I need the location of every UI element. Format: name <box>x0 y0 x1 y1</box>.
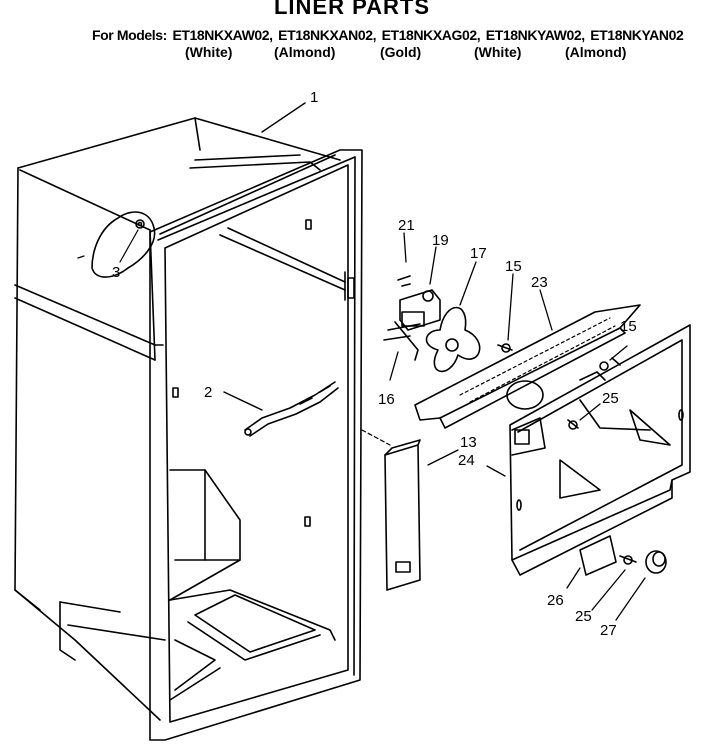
color-label: (White) <box>185 44 233 60</box>
callout-label: 3 <box>112 264 120 281</box>
model-number: ET18NKYAW02, <box>485 27 585 43</box>
callout-label: 1 <box>310 89 318 106</box>
models-prefix: For Models: <box>92 27 167 43</box>
model-number: ET18NKXAG02, <box>381 27 481 43</box>
color-label: (Gold) <box>380 44 422 60</box>
air-duct <box>414 289 641 429</box>
callout-label: 19 <box>432 232 449 249</box>
callout-label: 15 <box>505 258 522 275</box>
callout-label: 15 <box>620 318 637 335</box>
color-label: (Almond) <box>274 44 336 60</box>
page-title: LINER PARTS <box>273 0 431 19</box>
callout-label: 27 <box>600 622 617 639</box>
light-shield <box>384 439 459 591</box>
callout-label: 23 <box>531 274 548 291</box>
callout-label: 16 <box>378 391 395 408</box>
liner-body <box>14 102 363 741</box>
callout-label: 21 <box>398 217 415 234</box>
callout-label: 17 <box>470 245 487 262</box>
callout-label: 24 <box>458 452 475 469</box>
model-number: ET18NKYAN02 <box>590 27 684 43</box>
sensor-wire <box>223 381 339 437</box>
model-number: ET18NKXAW02, <box>172 27 273 43</box>
callout-label: 26 <box>547 592 564 609</box>
callout-label: 25 <box>575 608 592 625</box>
color-label: (White) <box>474 44 522 60</box>
callout-label: 2 <box>204 384 212 401</box>
callout-labels: 1 2 3 13 15 15 16 17 19 21 23 24 25 25 2… <box>112 89 637 639</box>
fan-motor-assembly <box>361 232 514 446</box>
model-number: ET18NKXAN02, <box>278 27 377 43</box>
rear-cover-panel <box>486 324 691 576</box>
screw-detail-cutaway <box>77 211 156 278</box>
light-socket-parts <box>566 535 667 621</box>
color-label: (Almond) <box>565 44 627 60</box>
callout-label: 13 <box>460 434 477 451</box>
model-list: For Models: ET18NKXAW02, ET18NKXAN02, ET… <box>92 27 685 43</box>
callout-label: 25 <box>602 390 619 407</box>
